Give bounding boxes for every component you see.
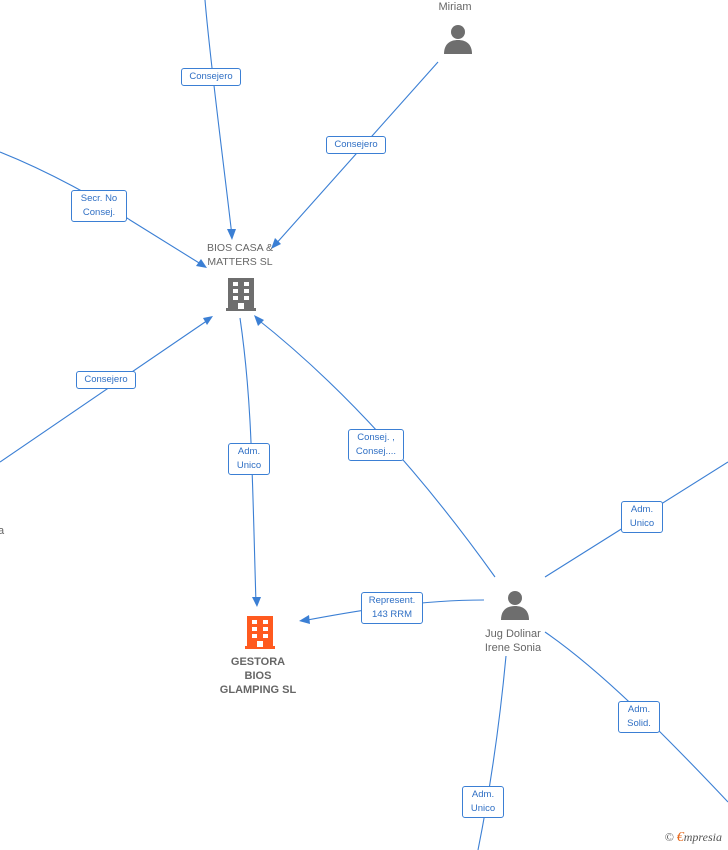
arrowhead <box>299 615 310 624</box>
arrowhead <box>254 315 264 326</box>
building-icon[interactable] <box>245 616 275 649</box>
arrowhead <box>227 229 236 240</box>
node-label-jug[interactable]: Jug Dolinar Irene Sonia <box>484 628 542 654</box>
brand-initial: € <box>676 830 684 845</box>
arrowhead <box>196 259 207 268</box>
edge-label-consejero-top[interactable]: Consejero <box>181 68 241 86</box>
arrowhead <box>252 597 261 607</box>
edge-label-consej-jug[interactable]: Consej. , Consej.... <box>348 429 404 461</box>
edge-label-consejero-miriam[interactable]: Consejero <box>326 136 386 154</box>
copyright-symbol: © <box>664 830 674 844</box>
node-label-gestora[interactable]: GESTORA BIOS GLAMPING SL <box>219 656 297 696</box>
arrowhead <box>271 238 281 249</box>
edge-label-represent[interactable]: Represent. 143 RRM <box>361 592 423 624</box>
edge-label-adm-unico-right[interactable]: Adm. Unico <box>621 501 663 533</box>
edge-consejero-left <box>0 317 212 463</box>
arrowhead <box>203 316 213 325</box>
empresia-watermark: © €mpresia <box>665 830 722 846</box>
edge-adm-unico-bottom <box>477 655 507 850</box>
node-label-bios-casa[interactable]: BIOS CASA & MATTERS SL <box>207 242 273 268</box>
edge-label-adm-solid[interactable]: Adm. Solid. <box>618 701 660 733</box>
building-icon[interactable] <box>226 278 256 311</box>
person-icon[interactable] <box>501 591 529 620</box>
edge-consejero-miriam <box>273 61 439 247</box>
node-label-miriam[interactable]: Miriam <box>438 1 472 13</box>
edge-adm-unico-mid <box>239 317 257 605</box>
edge-consejero-top <box>204 0 233 237</box>
edge-label-adm-unico-mid[interactable]: Adm. Unico <box>228 443 270 475</box>
person-icon[interactable] <box>444 25 472 54</box>
edge-label-consejero-left[interactable]: Consejero <box>76 371 136 389</box>
brand-name: mpresia <box>683 830 722 844</box>
edge-label-adm-unico-bottom[interactable]: Adm. Unico <box>462 786 504 818</box>
edge-label-secr-no-consej[interactable]: Secr. No Consej. <box>71 190 127 222</box>
node-label-clipped: l a <box>0 511 5 537</box>
